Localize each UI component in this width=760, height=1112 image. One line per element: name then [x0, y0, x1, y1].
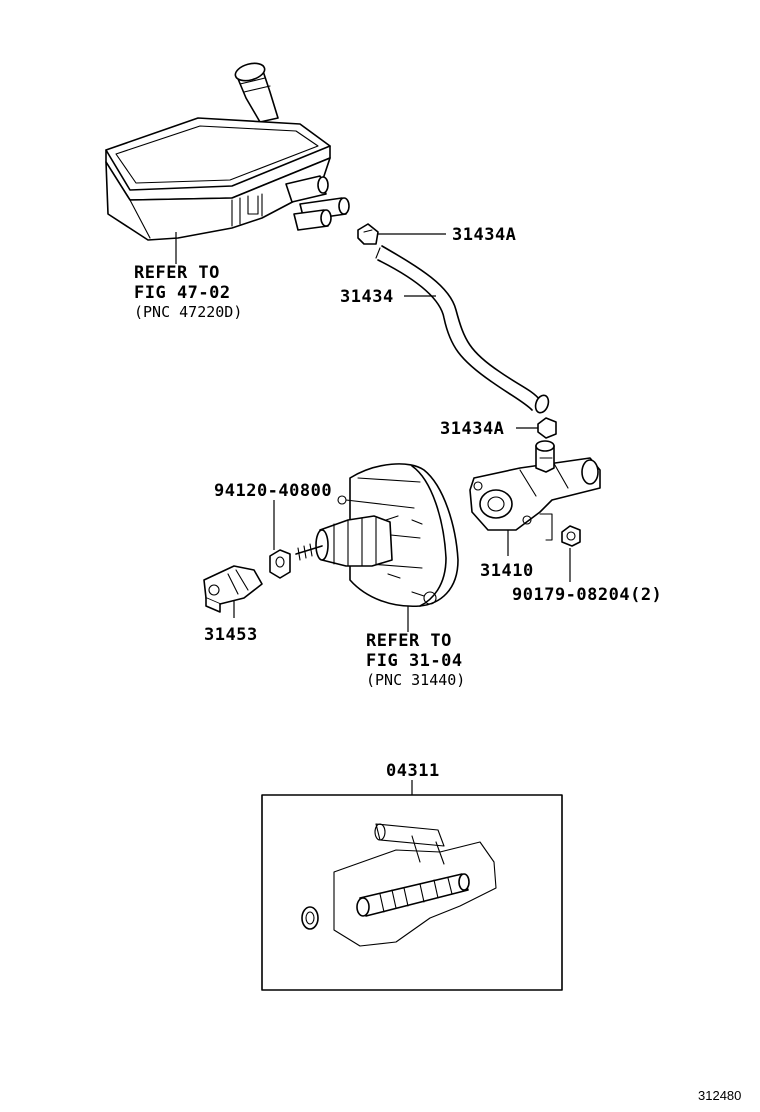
reservoir-tank	[105, 62, 350, 241]
master-cylinder	[469, 440, 601, 541]
ref-booster-line3: (PNC 31440)	[366, 671, 465, 689]
label-31453: 31453	[204, 625, 258, 645]
nut-94120	[269, 549, 291, 579]
hose-31434	[375, 245, 550, 414]
ref-booster-line2: FIG 31-04	[366, 651, 463, 671]
ref-booster-line1: REFER TO	[366, 631, 452, 651]
label-90179-08204: 90179-08204(2)	[512, 585, 662, 605]
label-31410: 31410	[480, 561, 534, 581]
repair-kit	[301, 823, 497, 947]
ref-tank-line3: (PNC 47220D)	[134, 303, 242, 321]
diagram-id: 312480	[698, 1088, 741, 1103]
kit-box	[261, 794, 563, 991]
label-04311: 04311	[386, 761, 440, 781]
nut-90179	[561, 525, 581, 547]
hose-clamp-top	[357, 223, 379, 245]
ref-tank-line1: REFER TO	[134, 263, 220, 283]
hose-clamp-bottom	[537, 417, 557, 439]
label-31434A-bottom: 31434A	[440, 419, 504, 439]
brake-booster	[295, 463, 459, 608]
clevis-31453	[203, 565, 263, 613]
label-94120-40800: 94120-40800	[214, 481, 332, 501]
label-31434A-top: 31434A	[452, 225, 516, 245]
label-31434: 31434	[340, 287, 394, 307]
ref-tank-line2: FIG 47-02	[134, 283, 231, 303]
